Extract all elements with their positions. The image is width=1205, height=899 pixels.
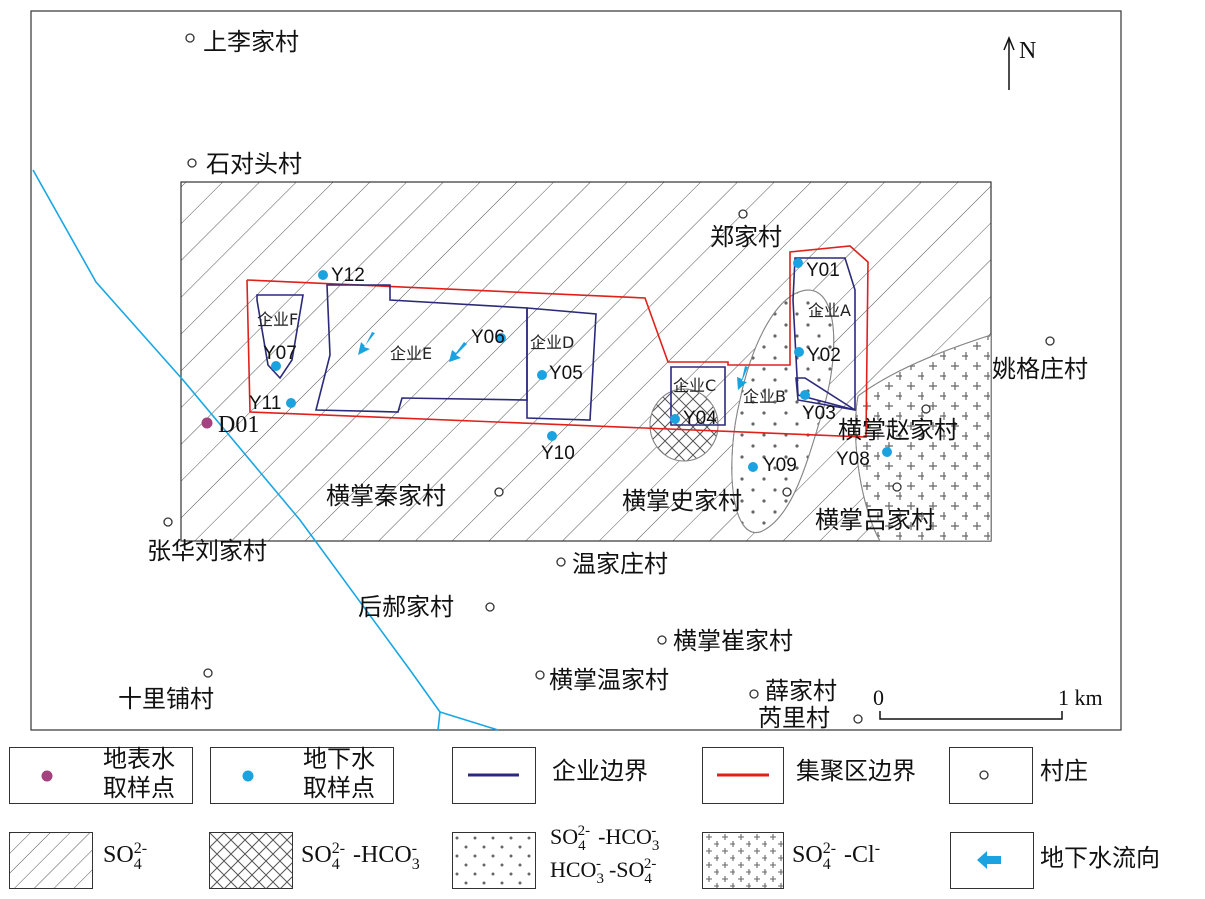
legend-enterprise-boundary: [452, 747, 536, 804]
ground-point-y10: [547, 431, 557, 441]
ground-point-y06: [496, 333, 506, 343]
village-label: 张华刘家村: [147, 537, 267, 565]
legend-so4-cl-text: SO42--Cl-: [792, 840, 881, 873]
legend-ground-line2: 取样点: [303, 774, 375, 802]
enterprise-label: 企业A: [808, 301, 851, 320]
north-label: N: [1019, 38, 1036, 64]
legend-surface-line2: 取样点: [103, 774, 175, 802]
enterprise-label: 企业D: [530, 333, 574, 352]
village-label: 温家庄村: [572, 550, 668, 578]
ground-point-y08: [882, 447, 892, 457]
site-label: Y12: [331, 265, 365, 286]
site-label: Y02: [807, 345, 841, 366]
legend-surface-line1: 地表水: [103, 745, 175, 773]
river-branch: [439, 711, 499, 731]
ground-point-y04: [670, 414, 680, 424]
village-label: 郑家村: [710, 223, 782, 251]
ground-point-y12: [318, 270, 328, 280]
enterprise-c-boundary: [670, 366, 726, 426]
flow-arrow-icon: [977, 851, 1001, 869]
north-arrow-icon: [1003, 36, 1015, 90]
flow-arrow-1: [358, 332, 375, 355]
legend-village: [949, 747, 1033, 804]
village-label: 横掌秦家村: [326, 482, 446, 510]
enterprise-label: 企业C: [673, 376, 716, 395]
legend-so4: [9, 832, 93, 889]
village-label: 后郝家村: [358, 593, 454, 621]
so4-cl-zone: [854, 334, 991, 541]
legend-so4-text: SO42-: [103, 840, 148, 873]
site-label: Y07: [263, 343, 297, 364]
mixed-zone: [731, 289, 835, 533]
enterprise-f-boundary: [256, 294, 304, 380]
legend-so4-hco3-text: SO42--HCO3-: [301, 840, 420, 873]
site-label: Y01: [806, 260, 840, 281]
legend: 地表水 取样点 地下水 取样点 企业边界 集聚区边界 村庄 SO42- SO42…: [0, 735, 1205, 899]
legend-flow-text: 地下水流向: [1040, 844, 1160, 872]
so4-zone: [180, 181, 992, 542]
hydrochemistry-map: 企业F 企业E 企业D 企业C 企业B 企业A Y01 Y02 Y03 Y04 …: [30, 10, 1122, 732]
scale-bar: [879, 711, 1063, 720]
surface-point-d01: [201, 417, 213, 429]
site-label: Y08: [836, 449, 870, 470]
village-label: 薛家村: [765, 677, 837, 705]
legend-so4-cl: [702, 832, 784, 889]
flow-arrow-2: [449, 342, 467, 362]
groundwater-points: [271, 258, 892, 472]
site-label: Y11: [249, 393, 281, 414]
village-label: 石对头村: [206, 150, 302, 178]
village-label: 横掌崔家村: [673, 627, 793, 655]
enterprise-e-boundary: [314, 284, 528, 413]
legend-zone-text: 集聚区边界: [796, 757, 916, 785]
legend-flow: [950, 832, 1034, 889]
site-label: Y04: [683, 408, 717, 429]
legend-mixed-line2: HCO3--SO42-: [550, 856, 657, 887]
legend-mixed-line1: SO42--HCO3-: [550, 823, 660, 854]
flow-arrow-3: [737, 366, 748, 390]
enterprise-d-boundary: [526, 307, 597, 421]
legend-surface-point: [9, 747, 193, 804]
ground-point-y11: [286, 398, 296, 408]
enterprise-label: 企业F: [257, 310, 298, 329]
site-label: Y05: [549, 363, 583, 384]
legend-ground-point: [210, 747, 394, 804]
village-label: 横掌温家村: [549, 666, 669, 694]
cluster-boundary: [246, 245, 869, 438]
village-label: 横掌史家村: [622, 487, 742, 515]
legend-mixed: [452, 832, 536, 889]
enterprise-b-notch: [795, 377, 856, 411]
legend-enterprise-text: 企业边界: [552, 757, 648, 785]
ground-point-y02: [794, 347, 804, 357]
ground-point-y03: [800, 390, 810, 400]
ground-point-y05: [537, 370, 547, 380]
enterprise-label: 企业B: [743, 387, 786, 406]
scale-end: 1 km: [1058, 685, 1103, 710]
scale-zero: 0: [873, 685, 884, 710]
village-label: 横掌赵家村: [838, 416, 958, 444]
site-label: Y09: [763, 455, 797, 476]
enterprise-label: 企业E: [390, 344, 432, 363]
legend-village-text: 村庄: [1040, 757, 1088, 785]
village-markers: [163, 33, 1055, 724]
legend-so4-hco3: [209, 832, 293, 889]
village-label: 十里铺村: [118, 685, 214, 713]
legend-zone-boundary: [702, 747, 784, 804]
village-label: 姚格庄村: [992, 355, 1088, 383]
village-label: 芮里村: [758, 704, 830, 732]
ground-point-y01: [793, 258, 803, 268]
flow-arrows: [358, 332, 748, 390]
ground-point-y09: [748, 462, 758, 472]
village-label: 上李家村: [203, 28, 299, 56]
site-label: D01: [218, 412, 259, 438]
village-label: 横掌吕家村: [815, 506, 935, 534]
site-label: Y03: [802, 403, 836, 424]
legend-ground-line1: 地下水: [303, 745, 375, 773]
ground-point-y07: [271, 361, 281, 371]
site-label: Y06: [471, 327, 505, 348]
site-label: Y10: [541, 443, 575, 464]
